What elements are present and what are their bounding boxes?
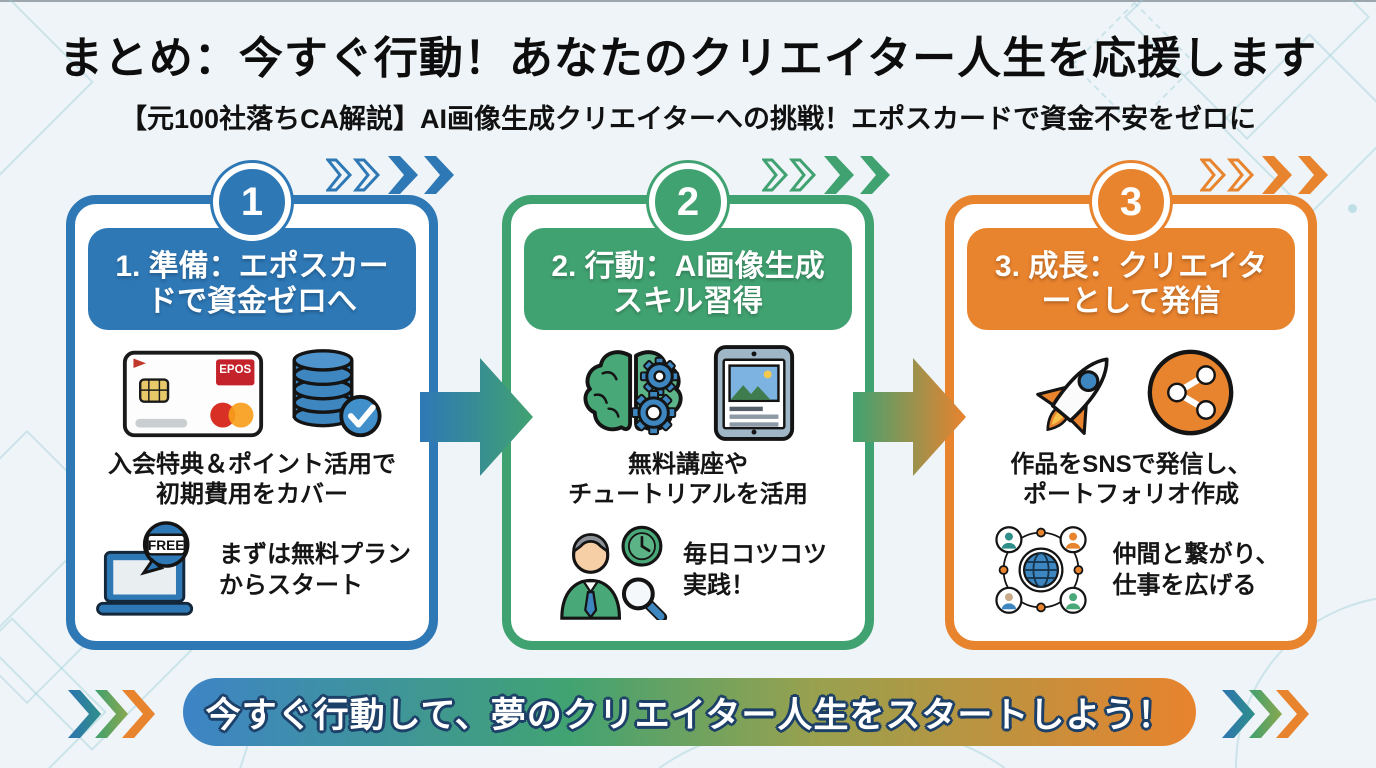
step3-title: 3. 成長：クリエイタ ーとして発信 xyxy=(967,228,1295,330)
epos-credit-card-icon: EPOS xyxy=(122,350,264,438)
step1-chevrons-icon xyxy=(326,156,454,194)
step3-text2: 仲間と繋がり、 仕事を広げる xyxy=(1112,539,1279,601)
step2-row2: 毎日コツコツ 実践！ xyxy=(511,520,865,620)
avatar-node xyxy=(1059,586,1088,614)
step3-main-icons xyxy=(954,344,1308,442)
step2-title-line1: 2. 行動：AI画像生成 xyxy=(551,250,825,283)
step1-title-line2: ドで資金ゼロへ xyxy=(147,285,357,318)
step3-title-line2: ーとして発信 xyxy=(1041,285,1221,318)
network-globe-icon xyxy=(995,526,1088,614)
step2-title: 2. 行動：AI画像生成 スキル習得 xyxy=(524,228,852,330)
banner-chevrons-left-icon xyxy=(68,690,155,738)
top-edge-line xyxy=(0,0,1376,2)
deco-dot xyxy=(1348,204,1357,213)
step3-text1: 作品をSNSで発信し、 ポートフォリオ作成 xyxy=(954,450,1308,510)
step1-main-icons: EPOS xyxy=(75,344,429,442)
step3-text1-line1: 作品をSNSで発信し、 xyxy=(1010,451,1252,478)
laptop-free-icon: FREE xyxy=(96,521,194,616)
share-icon xyxy=(1147,349,1234,436)
step2-text2-line1: 毎日コツコツ xyxy=(683,541,827,568)
step1-text2-line1: まずは無料プラン xyxy=(219,541,411,568)
avatar-node xyxy=(1059,526,1088,554)
epos-brand-label: EPOS xyxy=(219,364,251,376)
step3-chevrons-icon xyxy=(1200,156,1328,194)
page-subtitle: 【元100社落ちCA解説】AI画像生成クリエイターへの挑戦！エポスカードで資金不… xyxy=(120,104,1256,134)
step2-number-badge: 2 xyxy=(649,163,727,241)
step3-text1-line2: ポートフォリオ作成 xyxy=(1023,481,1239,508)
step-card-3: 3 3. 成長：クリエイタ ーとして発信 xyxy=(945,163,1317,650)
arrow-green-orange-icon xyxy=(853,358,966,476)
avatar-node xyxy=(995,526,1023,554)
step3-text2-line1: 仲間と繋がり、 xyxy=(1112,541,1280,568)
step1-text2-line2: からスタート xyxy=(219,572,363,599)
step1-title-line1: 1. 準備：エポスカー xyxy=(115,250,389,283)
cta-banner: 今すぐ行動して、夢のクリエイター人生をスタートしよう！ xyxy=(183,678,1196,746)
cta-banner-text: 今すぐ行動して、夢のクリエイター人生をスタートしよう！ xyxy=(205,695,1174,735)
step1-title: 1. 準備：エポスカー ドで資金ゼロへ xyxy=(88,228,416,330)
gear-top xyxy=(639,356,680,396)
free-label: FREE xyxy=(148,538,185,553)
step1-number-badge: 1 xyxy=(213,163,291,241)
step1-row2: FREE まずは無料プラン からスタート xyxy=(75,520,429,620)
step2-text1-line1: 無料講座や xyxy=(628,451,748,478)
brain-gears-icon xyxy=(583,350,683,436)
step3-number-badge: 3 xyxy=(1092,163,1170,241)
banner-chevrons-right-icon xyxy=(1222,690,1309,738)
step2-text1-line2: チュートリアルを活用 xyxy=(568,481,808,508)
step2-text2: 毎日コツコツ 実践！ xyxy=(683,539,827,601)
tablet-image-icon xyxy=(713,345,795,441)
step3-title-line1: 3. 成長：クリエイタ xyxy=(994,250,1268,283)
step2-chevrons-icon xyxy=(762,156,890,194)
step1-text1-line2: 初期費用をカバー xyxy=(156,481,348,508)
step1-text1: 入会特典＆ポイント活用で 初期費用をカバー xyxy=(75,450,429,510)
step2-text1: 無料講座や チュートリアルを活用 xyxy=(511,450,865,510)
step3-row2: 仲間と繋がり、 仕事を広げる xyxy=(954,520,1308,620)
page-title: まとめ：今すぐ行動！あなたのクリエイター人生を応援します xyxy=(58,34,1318,83)
step1-text2: まずは無料プラン からスタート xyxy=(219,539,411,601)
coin-stack-check-icon xyxy=(292,349,382,438)
step2-title-line2: スキル習得 xyxy=(613,285,763,318)
step2-main-icons xyxy=(511,344,865,442)
step2-text2-line2: 実践！ xyxy=(683,572,755,599)
step-card-1: 1 1. 準備：エポスカー ドで資金ゼロへ EPOS xyxy=(66,163,438,650)
step3-text2-line2: 仕事を広げる xyxy=(1112,572,1257,599)
gear-bottom xyxy=(631,390,677,436)
step1-text1-line1: 入会特典＆ポイント活用で xyxy=(108,451,396,478)
rocket-icon xyxy=(1036,357,1109,435)
avatar-node xyxy=(995,586,1023,614)
arrow-blue-green-icon xyxy=(420,358,533,476)
step-card-2: 2 2. 行動：AI画像生成 スキル習得 xyxy=(502,163,874,650)
person-clock-magnifier-icon xyxy=(560,525,668,620)
